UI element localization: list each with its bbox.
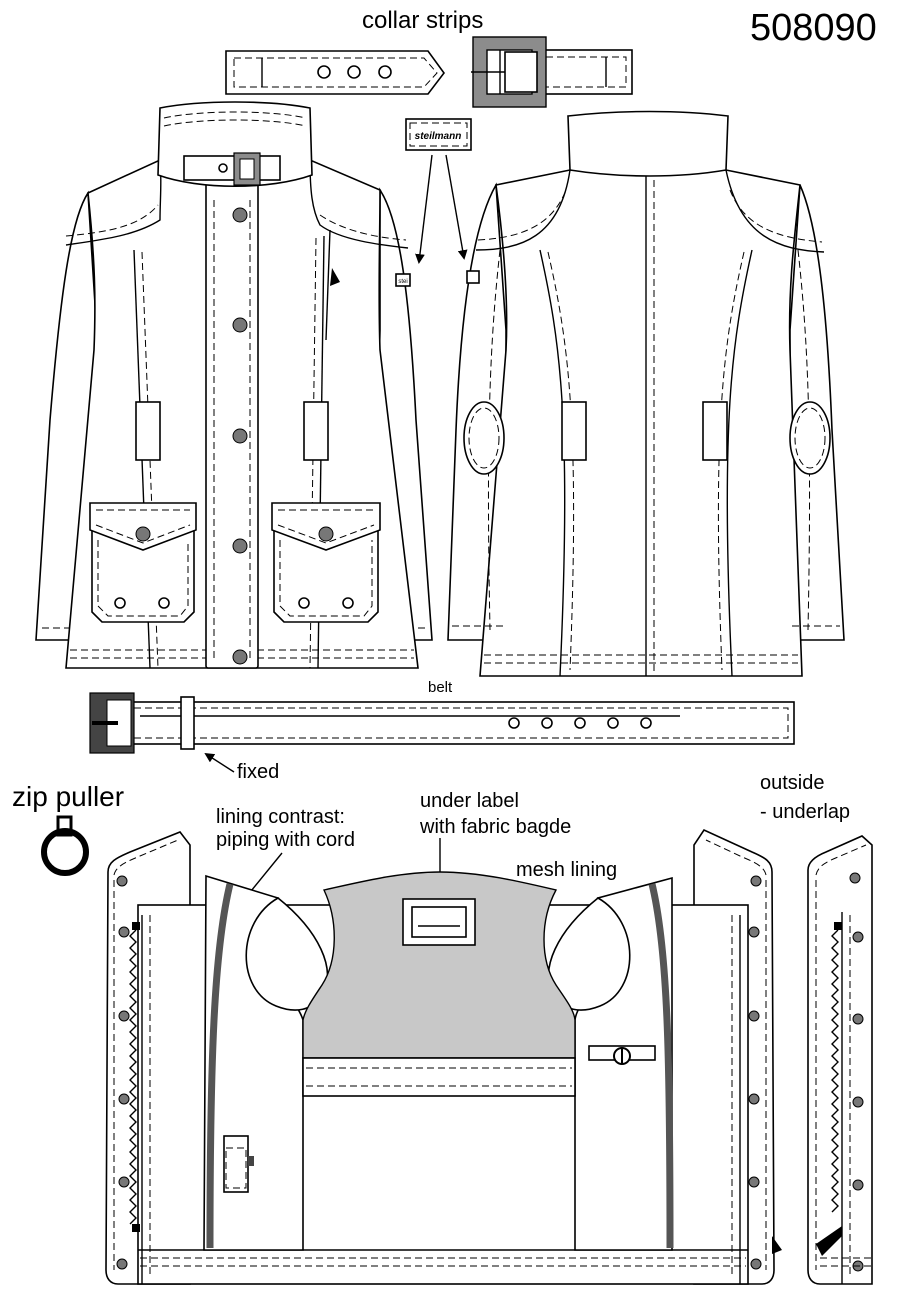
fixed-belt-loop (180, 696, 195, 750)
mesh-lining-panel (302, 871, 576, 1059)
fabric-badge-label: with fabric bagde (419, 816, 571, 838)
mesh-lining-label: mesh lining (516, 859, 617, 881)
collar-strip-right-with-buckle (471, 36, 633, 108)
brand-label-text: steilmann (415, 131, 462, 142)
jacket-inside-view (105, 828, 775, 1285)
care-label (223, 1135, 254, 1193)
front-pocket-left (89, 502, 197, 623)
belt-label: belt (428, 679, 453, 696)
piping-with-cord-label: piping with cord (216, 829, 355, 851)
front-pocket-right (271, 502, 381, 623)
zip-puller-icon (41, 815, 89, 876)
underlap-label: - underlap (760, 801, 850, 823)
under-label-label: under label (420, 790, 519, 812)
collar-strip-left (225, 50, 445, 95)
jacket-front-view (35, 101, 433, 669)
outside-label: outside (760, 772, 825, 794)
brand-label-tag: steilmann (405, 118, 472, 151)
belt (89, 692, 795, 754)
collar-strips-label: collar strips (362, 7, 483, 34)
style-number: 508090 (750, 7, 877, 49)
jacket-back-view (447, 110, 845, 677)
lining-contrast-label: lining contrast: (216, 806, 345, 828)
under-label-badge (402, 898, 476, 946)
inside-pocket-tab (588, 1045, 656, 1065)
outside-underlap-view (772, 835, 873, 1285)
sleeve-label-text: stei (398, 279, 407, 285)
fixed-label: fixed (237, 761, 279, 783)
zip-puller-label: zip puller (12, 781, 124, 812)
